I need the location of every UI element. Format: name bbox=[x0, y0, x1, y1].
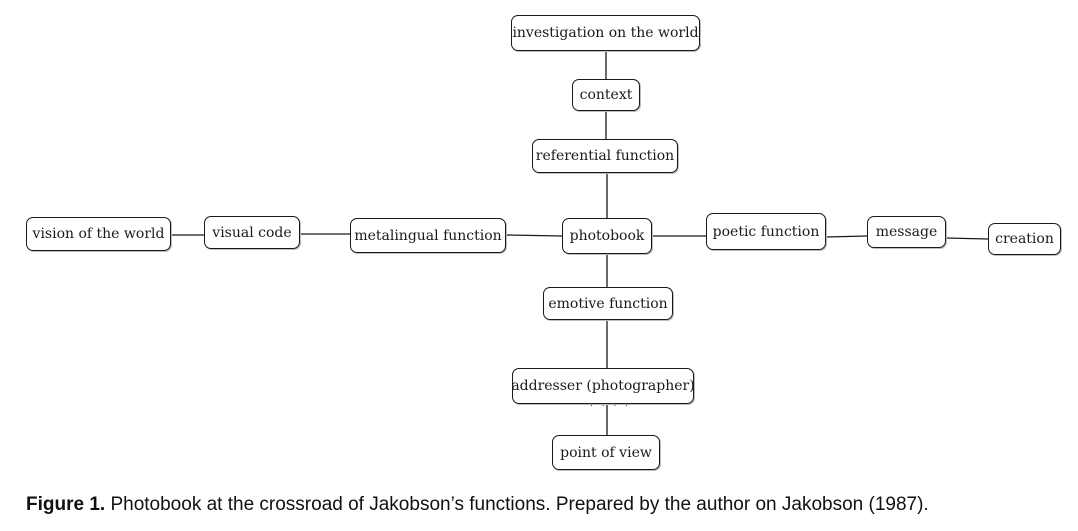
node-creation: creation bbox=[988, 223, 1061, 255]
figure-caption: Figure 1. Photobook at the crossroad of … bbox=[26, 494, 929, 516]
node-photobook: photobook bbox=[562, 218, 652, 254]
node-point-of-view: point of view bbox=[552, 435, 660, 470]
diagram: investigation on the world context refer… bbox=[26, 15, 1061, 470]
caption-text: Photobook at the crossroad of Jakobson’s… bbox=[105, 494, 929, 515]
edge-metalingual-photobook bbox=[505, 234, 563, 237]
node-emotive-function: emotive function bbox=[543, 287, 673, 320]
dots: . . . . bbox=[590, 399, 632, 409]
node-investigation-on-the-world: investigation on the world bbox=[511, 15, 700, 51]
node-referential-function: referential function bbox=[532, 139, 678, 173]
connector-lines bbox=[171, 51, 989, 435]
node-visual-code: visual code bbox=[204, 216, 300, 249]
caption-label: Figure 1. bbox=[26, 494, 106, 515]
node-metalingual-function: metalingual function bbox=[350, 218, 506, 253]
edge-poetic-message bbox=[825, 235, 868, 238]
node-context: context bbox=[572, 79, 640, 111]
node-poetic-function: poetic function bbox=[706, 213, 826, 250]
node-addresser-photographer: addresser (photographer) bbox=[511, 368, 695, 404]
edge-message-creation bbox=[945, 237, 989, 240]
node-message: message bbox=[867, 216, 946, 248]
node-vision-of-the-world: vision of the world bbox=[26, 217, 171, 251]
